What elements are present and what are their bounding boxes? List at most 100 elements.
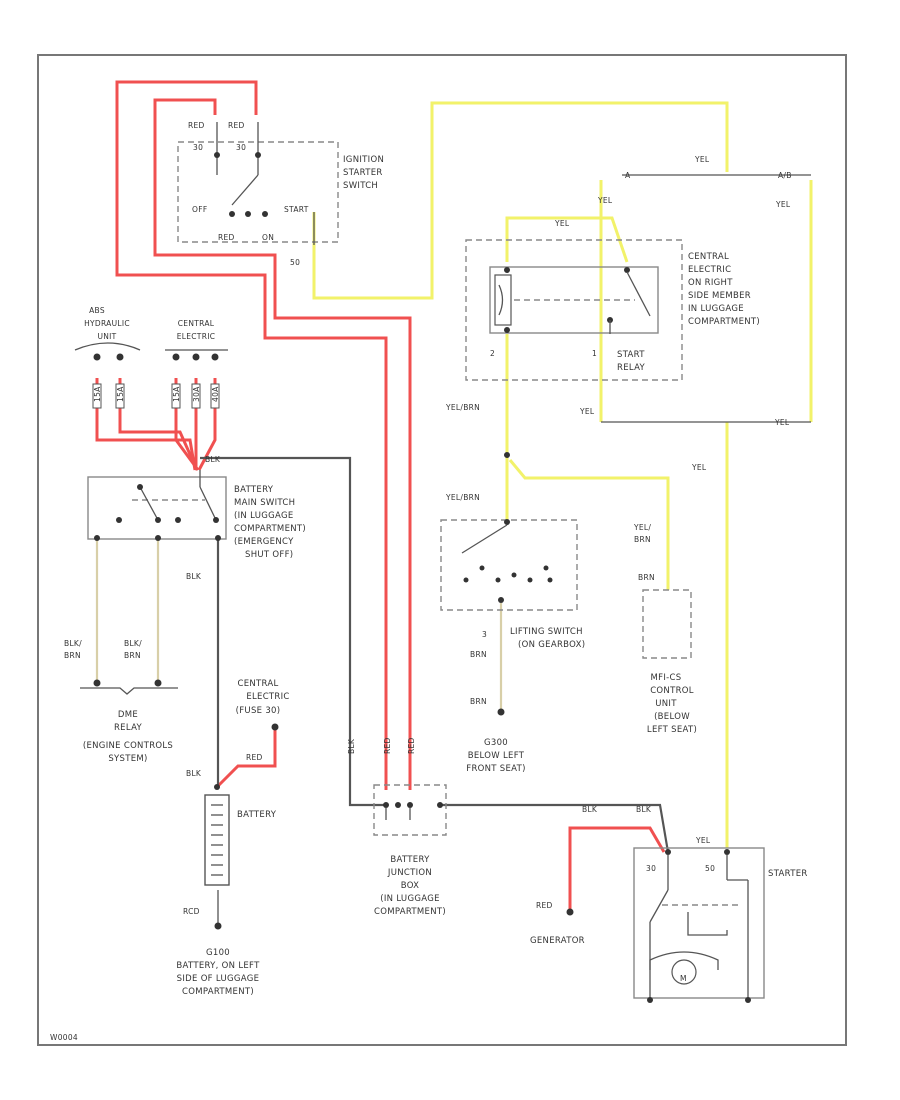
generator-wire: RED [536, 901, 553, 910]
ce-fuse-b: 30A [192, 386, 201, 402]
cef-label-1: CENTRAL [237, 679, 278, 689]
starter: 30 50 M STARTER BLK YEL [633, 805, 808, 1003]
yel-brn-b: YEL/BRN [445, 493, 480, 502]
cu-label-2: CONTROL [650, 686, 694, 696]
yel-term-ab: A/B [778, 171, 792, 180]
dme-label-3: (ENGINE CONTROLS [83, 741, 173, 751]
ign-wire-top-right: RED [228, 121, 245, 130]
ce-fuse-c: 40A [211, 386, 220, 402]
black-wires [95, 174, 811, 926]
battery-main-switch: BLK BLK BATTERY MAIN SWITCH (IN LUGGAGE … [64, 455, 306, 660]
ign-bottom-a: RED [218, 233, 235, 242]
yel-vertical: YEL [691, 463, 707, 472]
bms-label-6: SHUT OFF) [245, 550, 293, 560]
ce-right-6: COMPARTMENT) [688, 317, 760, 327]
dme-label-4: SYSTEM) [108, 754, 147, 764]
bjb-label-2: JUNCTION [387, 868, 432, 878]
bms-wire-b-1: BLK/ [124, 639, 142, 648]
ign-bottom-b: ON [262, 233, 274, 242]
lifting-label-1: LIFTING SWITCH [510, 627, 583, 637]
bjb-wire-c: RED [407, 737, 416, 754]
bms-label-1: BATTERY [234, 485, 274, 495]
cef-wire: RED [246, 753, 263, 762]
cu-label-1: MFI-CS [651, 673, 682, 683]
generator-label: GENERATOR [530, 936, 585, 946]
battery-wire-pos: BLK [186, 769, 202, 778]
starter-term-50: 50 [705, 864, 715, 873]
ce-fuse-a: 15A [172, 386, 181, 402]
g100-label-1: G100 [206, 948, 230, 958]
diagram-frame [37, 54, 847, 1046]
dme-label-1: DME [118, 710, 138, 720]
bjb-label-5: COMPARTMENT) [374, 907, 446, 917]
bms-wire-b-2: BRN [124, 651, 141, 660]
starter-term-30: 30 [646, 864, 656, 873]
abs-title-2: HYDRAULIC [84, 319, 130, 328]
cu-label-5: LEFT SEAT) [647, 725, 697, 735]
bms-label-3: (IN LUGGAGE [234, 511, 294, 521]
start-relay-label: START [617, 350, 645, 360]
abs-title-3: UNIT [97, 332, 116, 341]
yellow-wires [312, 101, 813, 848]
lifting-switch: 3 LIFTING SWITCH (ON GEARBOX) BRN BRN G3… [440, 519, 585, 774]
bjb-label-4: (IN LUGGAGE [380, 894, 440, 904]
ce-right-5: IN LUGGAGE [688, 304, 744, 314]
start-relay-wire-in: YEL [554, 219, 570, 228]
ce-right-1: CENTRAL [688, 252, 729, 262]
ce-right-4: SIDE MEMBER [688, 291, 751, 301]
ign-term-50: 50 [290, 258, 300, 267]
ign-title-1: IGNITION [343, 155, 384, 165]
bjb-label-3: BOX [401, 881, 420, 891]
start-relay-label2: RELAY [617, 363, 646, 373]
yel-left-low: YEL [579, 407, 595, 416]
battery-wire-neg: RCD [183, 907, 200, 916]
bms-label-2: MAIN SWITCH [234, 498, 295, 508]
abs-title-1: ABS [89, 306, 105, 315]
cu-label-4: (BELOW [654, 712, 690, 722]
ign-wire-top-left: RED [188, 121, 205, 130]
bms-top-wire: BLK [205, 455, 221, 464]
starter-wire-in: BLK [636, 805, 652, 814]
cef-label-2: ELECTRIC [246, 692, 289, 702]
ce-top-title-2: ELECTRIC [177, 332, 216, 341]
bjb-wire-a: BLK [347, 738, 356, 754]
yel-top-b: YEL [597, 196, 613, 205]
bjb-label-1: BATTERY [390, 855, 430, 865]
yel-brn-a: YEL/BRN [445, 403, 480, 412]
bjb-wire-b: RED [383, 737, 392, 754]
control-unit: YEL/ BRN BRN MFI-CS CONTROL UNIT (BELOW … [633, 523, 697, 735]
ign-pos-off: OFF [192, 205, 207, 214]
lifting-label-2: (ON GEARBOX) [518, 640, 585, 650]
yel-top-a: YEL [694, 155, 710, 164]
start-relay: 2 1 START RELAY CENTRAL ELECTRIC ON RIGH… [465, 219, 760, 381]
starter-label: STARTER [768, 869, 808, 879]
red-wires [95, 80, 666, 910]
starter-motor: M [680, 974, 687, 983]
g100-label-2: BATTERY, ON LEFT [176, 961, 260, 971]
yel-right-top: YEL [775, 200, 791, 209]
battery-label: BATTERY [237, 810, 277, 820]
yel-term-a: A [625, 171, 631, 180]
bjb-out-wire: BLK [582, 805, 598, 814]
starter-wire-yel: YEL [695, 836, 711, 845]
battery: BLK BATTERY RCD G100 BATTERY, ON LEFT SI… [176, 769, 276, 997]
lifting-wire-b: BRN [470, 697, 487, 706]
start-relay-term-1: 1 [592, 349, 597, 358]
central-electric-fuse: CENTRAL ELECTRIC (FUSE 30) RED [236, 679, 290, 762]
abs-fuse-b: 15A [116, 386, 125, 402]
cu-label-3: UNIT [655, 699, 677, 709]
g100-label-3: SIDE OF LUGGAGE [177, 974, 260, 984]
cu-wire-b: BRN [638, 573, 655, 582]
bms-label-5: (EMERGENCY [234, 537, 294, 547]
g300-label-2: BELOW LEFT [468, 751, 525, 761]
bms-wire-a-2: BRN [64, 651, 81, 660]
ign-term-right: 30 [236, 143, 246, 152]
ce-right-2: ELECTRIC [688, 265, 731, 275]
g100-label-4: COMPARTMENT) [182, 987, 254, 997]
abs-hydraulic-unit: ABS HYDRAULIC UNIT 15A 15A [74, 306, 141, 409]
start-relay-term-2: 2 [490, 349, 495, 358]
ign-pos-start: START [284, 205, 309, 214]
cef-label-3: (FUSE 30) [236, 706, 281, 716]
generator: RED GENERATOR [530, 901, 585, 946]
